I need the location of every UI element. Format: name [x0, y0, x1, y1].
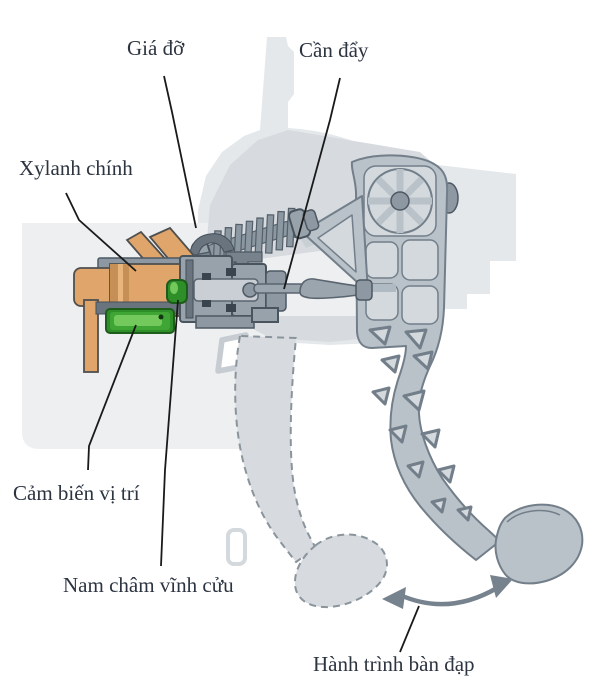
leader-position-sensor [87, 324, 137, 471]
body-flange-highlight [118, 264, 123, 316]
label-permanent-magnet: Nam châm vĩnh cửu [63, 573, 234, 597]
depressed-pedal-arm [234, 335, 317, 563]
leader-bracket [163, 75, 197, 229]
label-bracket: Giá đỡ [127, 36, 185, 60]
label-pedal-travel: Hành trình bàn đạp [313, 652, 475, 676]
plate-cutout [401, 285, 439, 325]
label-master-cylinder: Xylanh chính [19, 156, 133, 180]
cylinder-housing [179, 255, 287, 329]
bracket-slot [226, 528, 247, 566]
permanent-magnet [166, 279, 188, 304]
depressed-pedal-pad [294, 533, 388, 609]
mounting-hook [189, 233, 235, 267]
rod-tail [370, 284, 396, 292]
master-cylinder-assembly [73, 207, 396, 373]
rod-joint [355, 279, 373, 301]
leader-push-rod [283, 77, 341, 290]
plate-cutout [365, 241, 399, 279]
plate-cutout [401, 239, 439, 281]
position-sensor [105, 308, 175, 334]
label-position-sensor: Cảm biến vị trí [13, 481, 140, 505]
leader-lines [65, 75, 420, 653]
depressed-pedal-dashed [234, 335, 388, 609]
body-flange [110, 264, 118, 316]
label-push-rod: Cần đẩy [299, 38, 369, 62]
clevis-cutout [317, 214, 357, 273]
clutch-pedal-arm [285, 154, 584, 585]
pedal-travel-arrow [382, 575, 513, 609]
leader-permanent-magnet [160, 299, 179, 567]
pedal-pad [494, 503, 584, 585]
push-rod [253, 278, 396, 301]
pedal-pad-ridge [506, 509, 561, 523]
leader-master-cylinder [65, 192, 137, 272]
pivot-bolt [390, 191, 410, 211]
arm-cutouts [368, 325, 473, 522]
leader-pedal-travel [399, 605, 420, 653]
body-flange2 [123, 264, 129, 316]
inlet-pipe [83, 299, 99, 373]
